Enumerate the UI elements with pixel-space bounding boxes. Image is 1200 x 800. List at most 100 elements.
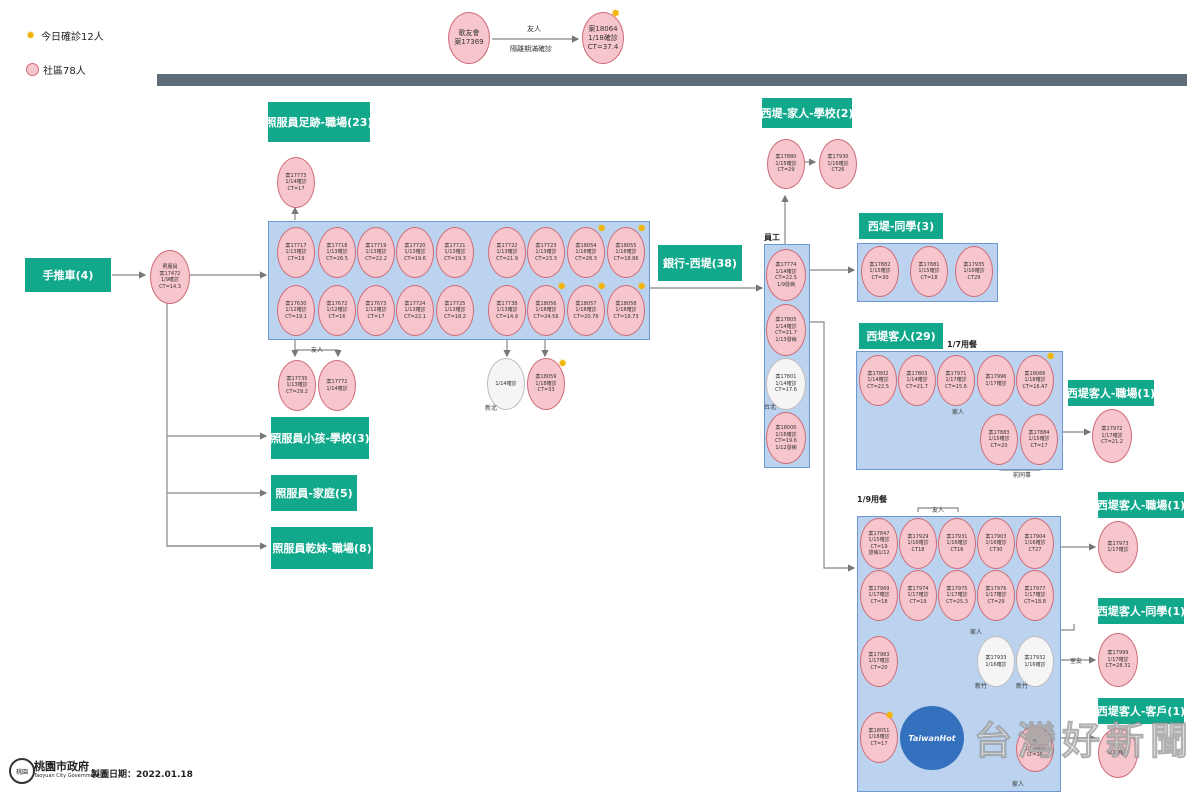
node-text: CT=28.3	[575, 255, 597, 262]
node-text: 照服員	[162, 264, 178, 270]
node-text: CT=26.5	[326, 255, 348, 262]
box-caregiver-family: 照服員-家庭(5)	[271, 475, 357, 511]
label-employee: 員工	[764, 233, 780, 242]
node-text: 案18000	[775, 425, 797, 431]
node-text: 1/9確診	[160, 277, 180, 283]
box-xiti-family-school: 西堤-家人-學校(2)	[761, 98, 853, 128]
node-text: CT=14.3	[159, 283, 181, 290]
node-text: 案17976	[985, 585, 1007, 592]
node-text: 案17931	[946, 533, 968, 540]
node-text: 1/13確診	[404, 307, 426, 314]
node-text: 案17881	[918, 261, 940, 268]
node-text: 1/13確診	[444, 307, 466, 314]
node-text: 1/18確診	[575, 307, 597, 314]
node-text: 1/18確診	[575, 249, 597, 256]
node-text: 案18056	[535, 300, 557, 307]
node-text: 1/14確診	[867, 377, 889, 384]
node-text: 案17718	[326, 242, 348, 249]
node-text: 案17721	[444, 242, 466, 249]
edge-label-friend: 友人	[527, 25, 541, 33]
node-text: 1/13確診	[404, 249, 426, 256]
watermark-brand-cn: 台灣好新聞	[973, 719, 1195, 764]
node-text: 1/13確診	[496, 249, 518, 256]
node-white-1: 1/14確診	[487, 358, 525, 410]
pink-circle-icon	[26, 63, 39, 76]
edge-label-quarantine: 隔離期滿確診	[510, 45, 552, 53]
legend-today-label: 今日確診12人	[41, 32, 104, 43]
sun-star-icon: ✹	[885, 709, 895, 722]
node-text: CT16	[950, 546, 964, 553]
label-xinbei: 新北	[485, 405, 498, 412]
node-text: CT=24.56	[533, 313, 559, 320]
node-text: 案17773	[285, 172, 307, 179]
node-text: 案17802	[867, 370, 889, 377]
node-text: 1/17確診	[1024, 592, 1046, 599]
node-text: 案17719	[365, 242, 387, 249]
node-text: 案18059	[535, 374, 557, 381]
node-text: CT27	[1028, 546, 1042, 553]
sun-star-icon: ✹	[597, 280, 607, 293]
node-text: CT=14.9	[496, 313, 518, 320]
node-text: CT=19	[909, 598, 927, 605]
node-text: CT=17	[367, 313, 385, 320]
sun-star-icon: ✹	[557, 280, 567, 293]
node-text: 1/18確診	[615, 307, 637, 314]
node-17972: 案17972 1/17確診 CT=21.2	[1092, 409, 1132, 463]
node-17933: 案17933 1/16確診	[977, 636, 1015, 687]
node-text: 1/16確診	[907, 540, 929, 547]
node-text: CT=17	[1030, 442, 1048, 449]
node-text: 1/14確診	[775, 268, 797, 275]
box-xiti-customer-client: 西堤客人-客戶(1)	[1097, 698, 1185, 724]
node-text: CT=22.1	[404, 313, 426, 320]
node-text: CT=22.5	[867, 383, 889, 390]
node-text: 案18066	[1024, 370, 1046, 377]
sun-star-icon: ✹	[597, 222, 607, 235]
node-text: 案17772	[326, 379, 348, 385]
node-text: CT=18.86	[613, 255, 639, 262]
node-17973: 案17973 1/17確診	[1098, 521, 1138, 573]
node-text: 1/16確診	[963, 268, 985, 275]
node-text: 1/18確診	[615, 249, 637, 256]
node-text: 案17972	[1101, 426, 1123, 433]
node-text: 案17369	[454, 38, 484, 46]
node-text: 案17805	[775, 317, 797, 323]
node-text: 案17969	[868, 585, 890, 592]
node-text: 1/12確診	[285, 307, 307, 314]
node-text: 案17975	[946, 585, 968, 592]
node-text: CT=20	[870, 664, 888, 671]
node-text: 1/17確診	[985, 592, 1007, 599]
node-text: CT=19.73	[613, 313, 639, 320]
node-text: 1/13發病	[775, 336, 797, 343]
node-text: CT=25.3	[946, 598, 968, 605]
watermark-brand-en: TaiwanHot	[908, 733, 956, 743]
node-text: 案17720	[404, 242, 426, 249]
node-text: 發病1/12	[868, 550, 890, 556]
node-client: 1/18確診	[1098, 728, 1138, 778]
node-text: 案18051	[868, 727, 890, 734]
node-text: 1/15確診	[869, 268, 891, 275]
node-text: CT=19.1	[285, 313, 307, 320]
node-text: 1/14確診	[326, 385, 348, 392]
box-bank: 銀行-西堤(38)	[658, 245, 742, 281]
node-text: CT=19.6	[404, 255, 426, 262]
box-xiti-customer-work-1: 西堤客人-職場(1)	[1067, 380, 1155, 406]
node-text: 1/18確診	[535, 307, 557, 314]
box-caregiver-child: 照服員小孩-學校(3)	[270, 417, 370, 459]
node-text: 1/18確診	[535, 380, 557, 387]
